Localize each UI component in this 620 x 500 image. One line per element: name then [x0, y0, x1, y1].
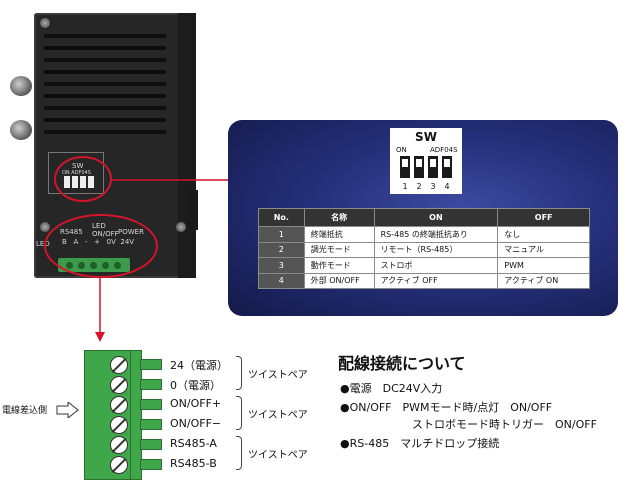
wiring-note: ●ON/OFF PWMモード時/点灯 ON/OFF: [340, 401, 553, 414]
sw-slot-1: [400, 156, 410, 178]
screw-icon: [110, 356, 128, 374]
terminal-highlight-ring: [44, 214, 158, 278]
wiring-note: ストロボモード時トリガー ON/OFF: [412, 418, 597, 431]
table-row: 3 動作モード ストロボ PWM: [258, 257, 590, 274]
sw-slot-4: [442, 156, 452, 178]
terminal-slot: [140, 439, 162, 450]
sw-number: 3: [430, 182, 436, 191]
screw-icon: [110, 416, 128, 434]
device-side-tab: [188, 190, 198, 230]
twisted-pair-label: ツイストペア: [248, 450, 308, 461]
wire-label: RS485-A: [170, 437, 217, 450]
wire-label: ON/OFF+: [170, 397, 222, 410]
screw-icon: [110, 456, 128, 474]
cell-on: ストロボ: [373, 257, 499, 274]
screw-icon: [110, 376, 128, 394]
header-name: 名称: [303, 208, 375, 227]
sw-on-label: ON: [396, 146, 407, 154]
sw-figure: SW ON ADF04S 1 2 3 4: [390, 128, 462, 194]
screw-icon: [40, 222, 50, 232]
device-led-label: LED: [36, 240, 50, 248]
cell-no: 1: [258, 226, 305, 243]
sw-model-label: ADF04S: [430, 146, 458, 154]
pair-bracket: [236, 356, 242, 390]
sw-slot-2: [414, 156, 424, 178]
screw-icon: [110, 396, 128, 414]
cell-no: 3: [258, 257, 305, 274]
terminal-arrow-head: [95, 332, 105, 342]
sw-slot-3: [428, 156, 438, 178]
terminal-slot: [140, 399, 162, 410]
table-row: 4 外部 ON/OFF アクティブ OFF アクティブ ON: [258, 272, 590, 289]
cell-off: マニュアル: [497, 241, 590, 258]
wiring-note: ●RS-485 マルチドロップ接続: [340, 437, 500, 450]
sw-figure-title: SW: [415, 130, 437, 144]
terminal-slot: [140, 419, 162, 430]
header-on: ON: [373, 208, 499, 227]
table-header-row: No. 名称 ON OFF: [258, 208, 590, 227]
sw-number: 1: [402, 182, 408, 191]
cell-name: 終端抵抗: [303, 226, 375, 243]
mount-knob-bottom: [10, 120, 32, 140]
cell-no: 2: [258, 241, 305, 258]
header-no: No.: [258, 208, 305, 227]
wiring-notes-title: 配線接続について: [338, 354, 466, 373]
screw-icon: [176, 222, 186, 232]
wire-label: 24（電源）: [170, 359, 228, 372]
pair-bracket: [236, 396, 242, 430]
table-row: 1 終端抵抗 RS-485 の終端抵抗あり なし: [258, 226, 590, 243]
cell-off: アクティブ ON: [497, 272, 590, 289]
terminal-slot: [140, 359, 162, 370]
table-row: 2 調光モード リモート（RS-485） マニュアル: [258, 241, 590, 258]
cell-name: 動作モード: [303, 257, 375, 274]
cell-off: PWM: [497, 257, 590, 274]
sw-number: 2: [416, 182, 422, 191]
pair-bracket: [236, 436, 242, 470]
insert-arrow-icon: [56, 402, 79, 418]
screw-icon: [110, 436, 128, 454]
sw-highlight-ring: [54, 156, 112, 202]
wiring-note: ●電源 DC24V入力: [340, 382, 443, 395]
wire-label: RS485-B: [170, 457, 217, 470]
sw-number: 4: [444, 182, 450, 191]
sw-settings-table: No. 名称 ON OFF 1 終端抵抗 RS-485 の終端抵抗あり なし 2…: [258, 208, 590, 289]
cell-on: アクティブ OFF: [373, 272, 499, 289]
cell-off: なし: [497, 226, 590, 243]
header-off: OFF: [497, 208, 590, 227]
terminal-block-side: [130, 350, 142, 480]
wire-label: 0（電源）: [170, 379, 221, 392]
cell-name: 調光モード: [303, 241, 375, 258]
terminal-slot: [140, 379, 162, 390]
terminal-slot: [140, 459, 162, 470]
cell-on: リモート（RS-485）: [373, 241, 499, 258]
cell-no: 4: [258, 272, 305, 289]
twisted-pair-label: ツイストペア: [248, 370, 308, 381]
cell-name: 外部 ON/OFF: [303, 272, 375, 289]
insert-side-label: 電線差込側: [2, 406, 48, 416]
mount-knob-top: [10, 76, 32, 96]
cell-on: RS-485 の終端抵抗あり: [373, 226, 499, 243]
screw-icon: [40, 18, 50, 28]
wire-label: ON/OFF−: [170, 417, 222, 430]
twisted-pair-label: ツイストペア: [248, 410, 308, 421]
